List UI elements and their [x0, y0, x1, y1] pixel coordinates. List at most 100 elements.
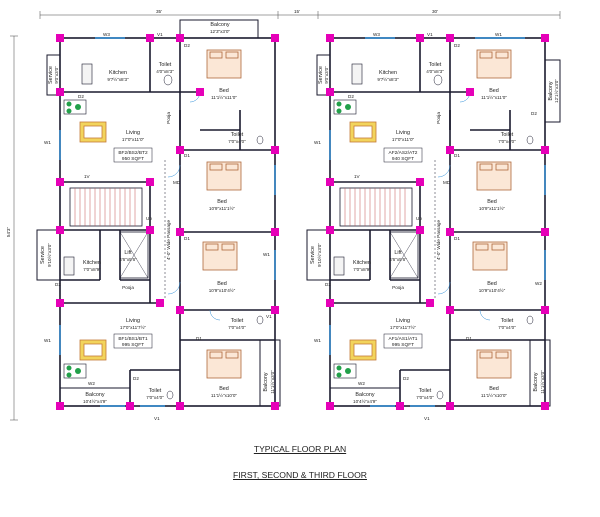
right-pooja-mid: Pooja	[392, 285, 404, 290]
right-up: Up	[416, 216, 422, 221]
left-balcony-side	[259, 339, 281, 407]
left-tag-w1-bot: W1	[44, 338, 51, 343]
left-balcony-top-dim: 12'3"x3'0"	[210, 29, 230, 34]
left-living-top-name: Living	[126, 130, 140, 136]
left-bed-1-name: Bed	[219, 88, 229, 94]
left-lift-dim: 4'6"x5'6"	[119, 257, 137, 262]
plan-subtitle-text: FIRST, SECOND & THIRD FLOOR	[232, 470, 367, 480]
right-balcony-side-top	[544, 59, 561, 123]
right-tag-w3: W3	[373, 32, 380, 37]
right-tag-d2-bot: D2	[403, 376, 409, 381]
right-toilet-2-name: Toilet	[501, 132, 514, 138]
right-tag-d2-kit: D2	[348, 94, 354, 99]
right-bed-2	[476, 161, 512, 191]
right-staircase	[339, 187, 413, 227]
right-bed-4	[476, 349, 512, 379]
left-service-mid-dim: 9'10½"x3'0"	[46, 243, 52, 267]
right-tag-d2-mid: D2	[325, 282, 331, 287]
left-toilet-top-name: Toilet	[159, 62, 172, 68]
right-lift-shaft	[389, 231, 419, 279]
top-dim-left: 35'	[156, 9, 162, 14]
left-lift-shaft	[119, 231, 149, 279]
right-toilet-2-dim: 7'0"x4'0"	[498, 139, 516, 144]
right-balcony-side-top-dim: 12'1½"x3'0"	[553, 79, 559, 103]
left-flat-top-area: 950 SQFT	[122, 156, 144, 162]
right-toilet-top-name: Toilet	[429, 62, 442, 68]
left-sofa-top	[79, 121, 107, 143]
left-toilet-2-name: Toilet	[231, 132, 244, 138]
left-flat-top-box	[113, 147, 153, 163]
left-kitchen-top-dim: 9'7½"x8'3"	[107, 76, 129, 82]
right-kitchen-counter-mid	[333, 256, 345, 276]
right-tag-v1-bot: V1	[424, 416, 430, 421]
right-tag-d1-c: D1	[466, 336, 472, 341]
right-tag-d2-side: D2	[531, 111, 537, 116]
top-dim-gap: 15'	[294, 9, 300, 14]
left-tag-v1-side: V1	[266, 314, 272, 319]
right-living-top-name: Living	[396, 130, 410, 136]
left-balcony-side-dim: 11'1½"x3'0"	[269, 370, 275, 394]
right-tag-md: MD	[443, 180, 451, 185]
right-bed-1-name: Bed	[489, 88, 499, 94]
left-bed-4-dim: 11'1½"x10'0"	[211, 392, 238, 398]
right-bed-4-dim: 11'1½"x10'0"	[481, 392, 508, 398]
left-service-mid-name: Service	[40, 246, 46, 264]
left-bed-4-name: Bed	[219, 386, 229, 392]
left-tag-v1-bot: V1	[154, 416, 160, 421]
right-bed-4-name: Bed	[489, 386, 499, 392]
top-dimension-line	[39, 11, 561, 19]
right-kitchen-mid-name: Kitchen	[353, 260, 371, 266]
right-toilet-4-name: Toilet	[419, 388, 432, 394]
right-service-top-dim: 9'0"x3'0"	[324, 66, 329, 84]
right-tag-w1-top: W1	[495, 32, 502, 37]
left-living-bot-name: Living	[126, 318, 140, 324]
left-tag-d1-a: D1	[184, 153, 190, 158]
right-living-bot-dim: 17'0"x11'7½"	[390, 324, 417, 330]
left-toilet-3-name: Toilet	[231, 318, 244, 324]
right-bed-3	[472, 241, 508, 271]
left-plant-top	[63, 99, 87, 115]
right-toilet-fixtures	[433, 74, 534, 400]
right-plant-top	[333, 99, 357, 115]
plan-title: TYPICAL FLOOR PLAN	[0, 444, 600, 454]
right-tag-w1-bot: W1	[314, 338, 321, 343]
right-bed-2-name: Bed	[487, 199, 497, 205]
right-windows	[329, 37, 546, 407]
right-lift-dim: 4'6"x5'6"	[389, 257, 407, 262]
left-columns	[56, 34, 279, 410]
left-balcony-bot-name: Balcony	[85, 392, 104, 398]
left-kitchen-counter-top	[81, 63, 93, 85]
right-tag-w2: W2	[358, 381, 365, 386]
side-dimension-line	[10, 35, 18, 421]
left-tag-w1-top: W1	[44, 140, 51, 145]
right-flat-top-id: AF2/AS2/AT2	[389, 150, 418, 156]
right-service-top-name: Service	[318, 66, 324, 84]
left-bed-1-dim: 11'1½"x11'0"	[211, 94, 237, 100]
right-living-bot-name: Living	[396, 318, 410, 324]
right-plant-bottom	[333, 363, 357, 379]
right-service-mid-dim: 9'10½"x3'0"	[316, 243, 322, 267]
left-tag-md: MD	[173, 180, 181, 185]
right-toilet-top-dim: 4'0"x8'3"	[426, 69, 444, 74]
left-pooja-top: Pooja	[166, 112, 171, 124]
left-up: Up	[146, 216, 152, 221]
left-flat-bot-area: 995 SQFT	[122, 342, 144, 348]
side-dim: 54'3"	[6, 227, 11, 238]
right-balcony-side-dim: 11'1½"x3'0"	[539, 370, 545, 394]
left-plant-bottom	[63, 363, 87, 379]
left-living-top-dim: 17'0"x11'0"	[122, 137, 145, 142]
right-kitchen-mid-dim: 7'0"x8'9"	[353, 267, 371, 272]
left-bed-2-dim: 10'9"x11'1½"	[209, 205, 236, 211]
right-kitchen-top-name: Kitchen	[379, 70, 397, 76]
left-flat-bot-id: BF1/BS1/BT1	[118, 336, 148, 342]
right-bed-3-name: Bed	[487, 281, 497, 287]
left-bed-3-name: Bed	[217, 281, 227, 287]
left-flat-bot-box	[113, 333, 153, 349]
left-windows	[59, 37, 276, 407]
left-bed-3	[202, 241, 238, 271]
top-dim-right: 30'	[432, 9, 438, 14]
plan-title-text: TYPICAL FLOOR PLAN	[253, 444, 347, 454]
left-balcony-bot-dim: 10'4½"x4'9"	[83, 398, 107, 404]
left-tag-w3: W3	[103, 32, 110, 37]
left-tag-d2-top: D2	[184, 43, 190, 48]
